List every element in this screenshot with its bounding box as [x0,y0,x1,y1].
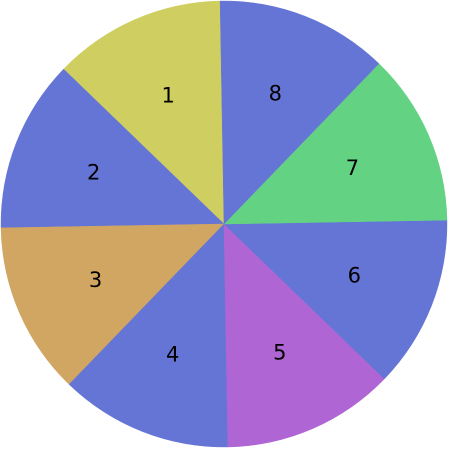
wheel-segment-label-6: 6 [348,263,361,287]
wheel-segment-4 [68,223,229,448]
wheel-segment-label-8: 8 [269,82,282,106]
wheel-segment-5 [223,223,385,448]
wheel-segment-label-5: 5 [273,340,286,364]
wheel-segment-label-4: 4 [166,342,179,366]
wheel-labels: 1 2 3 4 5 6 7 8 [87,82,361,367]
wheel-segment-1 [63,0,225,225]
wheel-segment-8 [219,0,380,225]
wheel-segment-label-1: 1 [161,84,174,108]
wheel-segment-label-7: 7 [346,156,359,180]
wheel-segment-6 [223,219,448,380]
wheel-segment-label-2: 2 [87,161,100,185]
wheel-segment-2 [0,68,225,229]
wheel-segment-3 [0,223,225,385]
wheel-segment-label-3: 3 [89,268,102,292]
wheel-segment-7 [223,63,448,225]
